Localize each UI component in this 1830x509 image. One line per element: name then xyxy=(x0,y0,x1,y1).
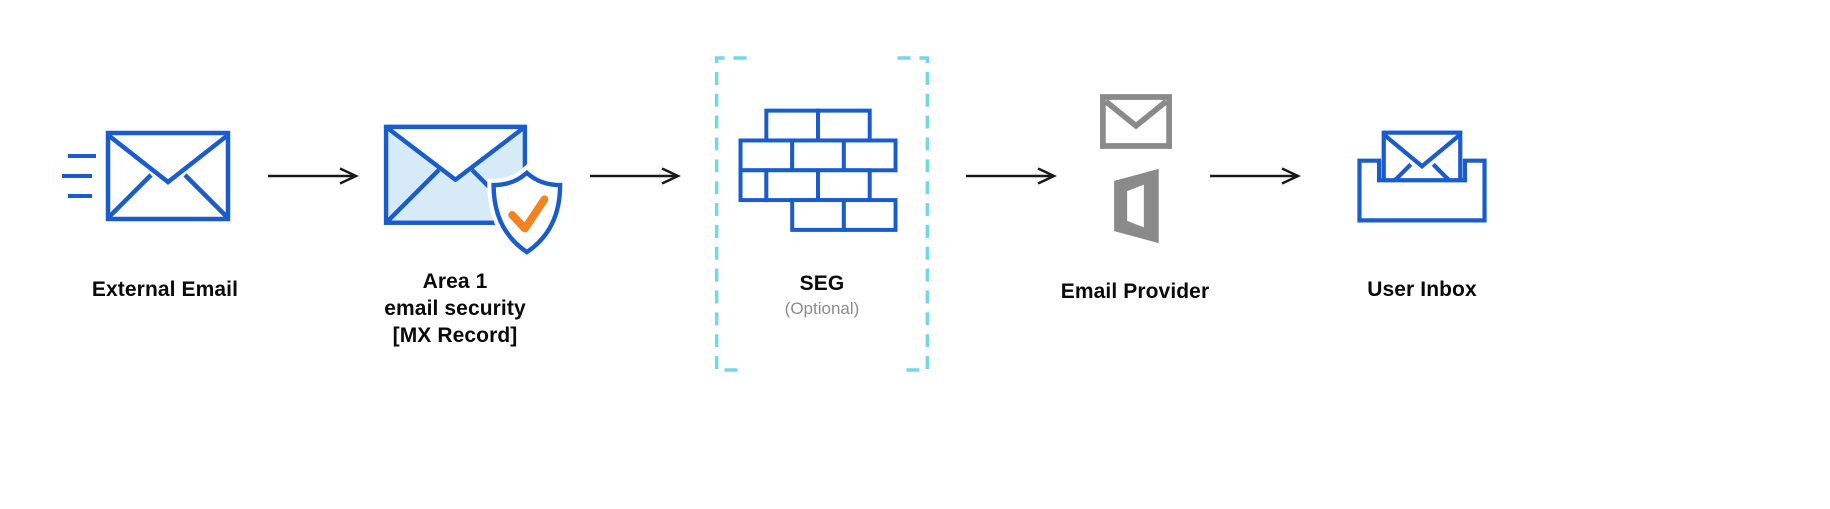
email-provider-label: Email Provider xyxy=(1060,280,1210,303)
user-inbox-label: User Inbox xyxy=(1367,278,1477,301)
external-email-label: External Email xyxy=(91,278,239,301)
shaded-envelope-icon xyxy=(383,124,528,225)
seg-optional-sublabel: (Optional) xyxy=(784,299,860,318)
area1-label: Area 1 email security [MX Record] xyxy=(330,268,580,349)
speed-lines xyxy=(62,154,96,198)
seg-label: SEG xyxy=(799,272,845,295)
inbox-tray xyxy=(1357,158,1487,223)
fast-envelope-icon xyxy=(62,130,231,222)
shield-check-icon xyxy=(487,164,567,256)
area1-label-line1: Area 1 xyxy=(422,270,488,293)
dashed-optional-brackets xyxy=(714,56,930,372)
inbox-envelope-icon xyxy=(1357,130,1487,223)
area1-label-line3: [MX Record] xyxy=(392,324,518,347)
flow-arrow-3 xyxy=(966,167,1057,185)
flow-arrow-2 xyxy=(590,167,681,185)
flow-arrow-1 xyxy=(268,167,359,185)
envelope-shield-check-icon xyxy=(383,124,567,256)
envelope-icon xyxy=(105,130,231,222)
gmail-icon xyxy=(1100,94,1172,149)
flow-arrow-4 xyxy=(1210,167,1301,185)
check-icon xyxy=(508,195,549,233)
seg-optional-group xyxy=(714,56,930,372)
area1-label-line2: email security xyxy=(384,297,526,320)
office-icon xyxy=(1114,168,1159,244)
brick-wall-firewall-icon xyxy=(738,108,898,232)
